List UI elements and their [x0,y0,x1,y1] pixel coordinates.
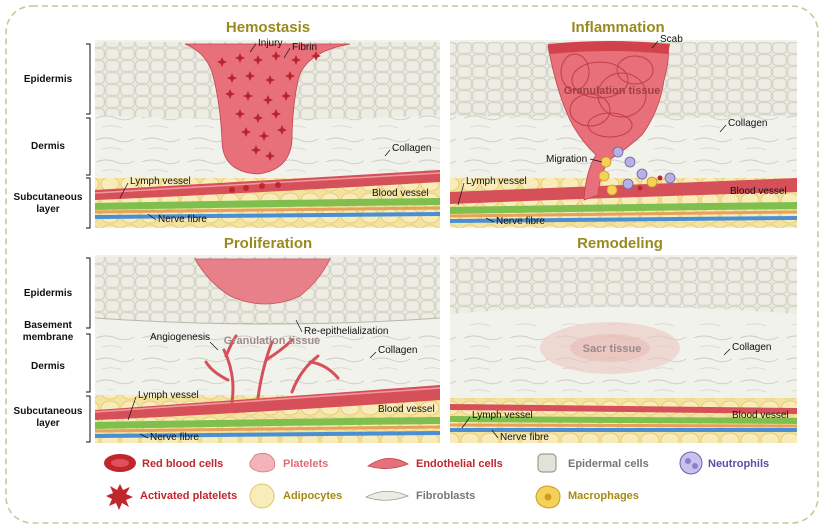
legend-label: Macrophages [568,490,639,502]
platelet-icon [249,452,276,473]
activated-platelet [217,57,227,67]
activated-platelet [259,131,269,141]
blood-vessel-label-3: Blood vessel [378,404,435,415]
fibroblast-icon [365,490,410,501]
legend: Red blood cells Platelets Endothelial ce… [104,451,769,510]
subcutaneous-label-2: Subcutaneous [14,406,83,417]
activated-platelet [271,51,281,61]
activated-platelet [265,75,275,85]
inflammation-title: Inflammation [571,19,664,36]
activated-platelet [285,71,295,81]
activated-platelet [225,89,235,99]
outer-frame [5,5,819,524]
collagen-label-4: Collagen [732,342,771,353]
activated-platelet [281,91,291,101]
fibrin-label: Fibrin [292,42,317,53]
dermis-label-2: Dermis [31,361,65,372]
panel-remodeling [450,255,797,443]
injury-label: Injury [258,38,282,49]
legend-label: Adipocytes [283,490,342,502]
nerve-fibre-label-4: Nerve fibre [500,432,549,443]
epidermal-cell-icon [537,453,557,473]
panel-inflammation [450,40,797,228]
activated-platelet [243,91,253,101]
proliferation-title: Proliferation [224,235,312,252]
granulation-tissue-label-1: Granulation tissue [564,85,661,97]
scar-tissue-label: Sacr tissue [583,343,642,355]
activated-platelet [253,55,263,65]
legend-label: Activated platelets [140,490,237,502]
adipocyte-icon [249,483,275,509]
basement-label: Basement [24,320,72,331]
layer-label-1: layer [36,204,59,215]
scab-label: Scab [660,34,683,45]
angiogenesis-label: Angiogenesis [150,332,210,343]
lymph-vessel-label-1: Lymph vessel [130,176,191,187]
activated-platelet [263,95,273,105]
legend-label: Red blood cells [142,458,223,470]
activated-platelet [253,113,263,123]
blood-vessel-label-4: Blood vessel [732,410,789,421]
legend-label: Epidermal cells [568,458,649,470]
legend-label: Endothelial cells [416,458,503,470]
legend-label: Platelets [283,458,328,470]
activated-platelet [227,73,237,83]
panel-hemostasis [95,40,440,228]
lymph-vessel-label-4: Lymph vessel [472,410,533,421]
nerve-fibre-label-1: Nerve fibre [158,214,207,225]
dermis-label-1: Dermis [31,141,65,152]
activated-platelet [245,71,255,81]
activated-platelets-cluster [217,51,321,161]
activated-platelet [271,109,281,119]
legend-label: Neutrophils [708,458,769,470]
nerve-fibre-label-3: Nerve fibre [150,432,199,443]
hemostasis-title: Hemostasis [226,19,310,36]
lymph-vessel-label-3: Lymph vessel [138,390,199,401]
collagen-label-2: Collagen [728,118,767,129]
remodeling-title: Remodeling [577,235,663,252]
activated-platelet [235,53,245,63]
blood-vessel-label-2: Blood vessel [730,186,787,197]
lymph-vessel-label-2: Lymph vessel [466,176,527,187]
granulation-tissue-label-2: Granulation tissue [224,335,321,347]
migration-label: Migration [546,154,587,165]
activated-platelet [311,51,321,61]
panel-proliferation [95,255,440,443]
activated-platelet [265,151,275,161]
activated-platelet [277,125,287,135]
epidermis-label-2: Epidermis [24,288,73,299]
nerve-fibre-label-2: Nerve fibre [496,216,545,227]
activated-platelet [291,55,301,65]
re-epithelialization-label: Re-epithelialization [304,326,389,337]
activated-platelet [235,109,245,119]
neutrophil-icon [679,451,703,475]
subcutaneous-label-1: Subcutaneous [14,192,83,203]
layer-label-2: layer [36,418,59,429]
blood-vessel-label-1: Blood vessel [372,188,429,199]
layer-brackets [86,43,91,443]
legend-label: Fibroblasts [416,490,475,502]
collagen-label-3: Collagen [378,345,417,356]
collagen-label-1: Collagen [392,143,431,154]
membrane-label: membrane [23,332,74,343]
activated-platelet [241,127,251,137]
activated-platelet [251,145,261,155]
activated-platelet-icon [106,484,133,510]
epidermis-label-1: Epidermis [24,74,73,85]
endothelial-cell-icon [367,458,409,469]
